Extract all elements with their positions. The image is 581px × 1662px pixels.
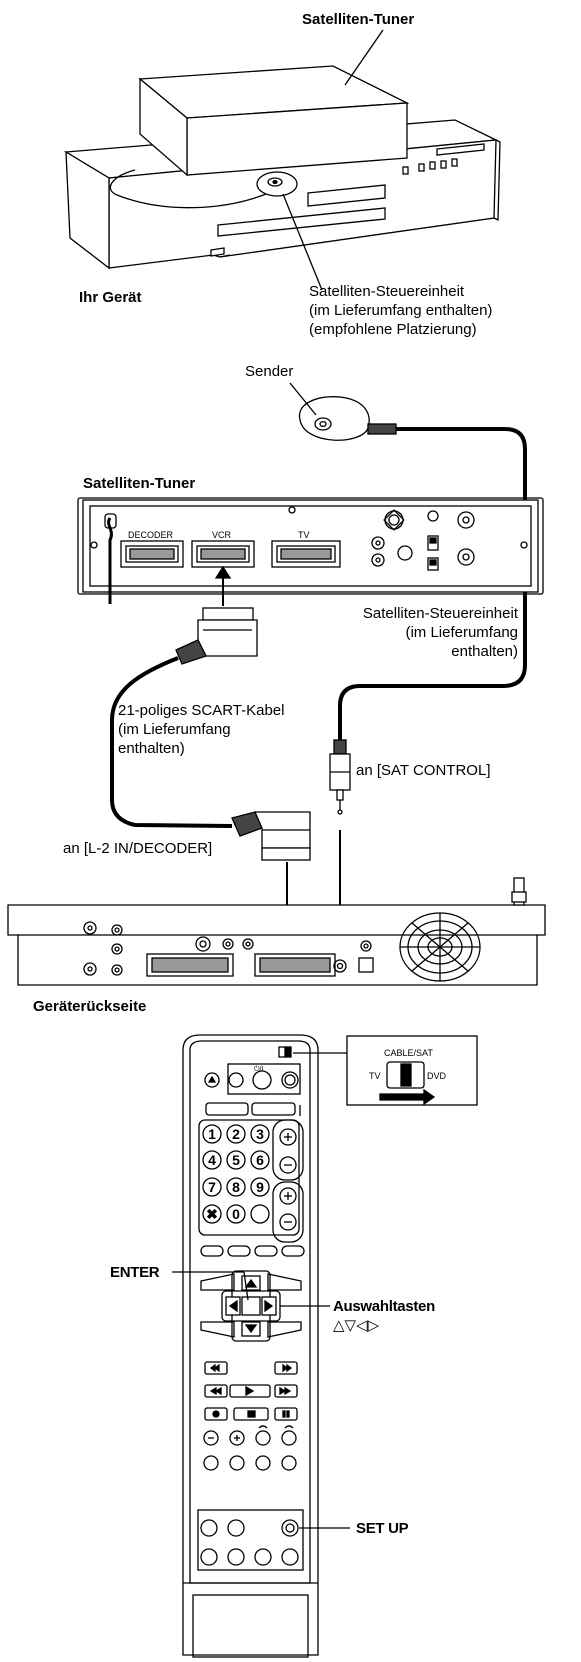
scart-vcr-label: VCR — [212, 530, 232, 540]
figure-connection — [8, 383, 545, 985]
enter-label: ENTER — [110, 1264, 160, 1281]
power-key-label: ⏻/I — [254, 1065, 263, 1073]
select-keys-symbols: △▽◁▷ — [333, 1317, 380, 1334]
key-2[interactable]: 2 — [232, 1126, 240, 1142]
l2-decoder-label: an [L-2 IN/DECODER] — [63, 840, 212, 857]
key-1[interactable]: 1 — [208, 1126, 216, 1142]
enter-key — [242, 1297, 260, 1315]
switch-title: CABLE/SAT — [384, 1048, 433, 1058]
key-6[interactable]: 6 — [256, 1152, 264, 1168]
key-7[interactable]: 7 — [208, 1179, 216, 1195]
figure1-tuner-label: Satelliten-Tuner — [302, 11, 414, 28]
figure2-sender-label: Sender — [245, 363, 293, 380]
scart-cable-line-1: 21-poliges SCART-Kabel — [118, 702, 284, 719]
figure1-controller-line-2: (im Lieferumfang enthalten) — [309, 302, 492, 319]
figure1-device-label: Ihr Gerät — [79, 289, 142, 306]
select-keys-label: Auswahltasten — [333, 1298, 435, 1315]
figure1-controller-line-3: (empfohlene Platzierung) — [309, 321, 477, 338]
scart-cable-line-2: (im Lieferumfang — [118, 721, 231, 738]
figure2-controller-line-3: enthalten) — [451, 643, 518, 660]
key-cancel[interactable]: ✖ — [206, 1206, 218, 1222]
key-4[interactable]: 4 — [208, 1152, 216, 1168]
sat-control-label: an [SAT CONTROL] — [356, 762, 490, 779]
scart-decoder-label: DECODER — [128, 530, 174, 540]
key-3[interactable]: 3 — [256, 1126, 264, 1142]
rear-panel-label: Geräterückseite — [33, 998, 146, 1015]
scart-cable-line-3: enthalten) — [118, 740, 185, 757]
key-0[interactable]: 0 — [232, 1206, 240, 1222]
figure-device-placement — [66, 30, 500, 290]
figure2-controller-line-1: Satelliten-Steuereinheit — [363, 605, 519, 622]
key-8[interactable]: 8 — [232, 1179, 240, 1195]
switch-dvd-label: DVD — [427, 1071, 447, 1081]
switch-tv-label: TV — [369, 1071, 381, 1081]
figure-remote-control — [172, 1035, 477, 1657]
key-5[interactable]: 5 — [232, 1152, 240, 1168]
scart-tv-label: TV — [298, 530, 310, 540]
figure1-controller-line-1: Satelliten-Steuereinheit — [309, 283, 465, 300]
setup-label: SET UP — [356, 1520, 409, 1537]
figure2-controller-line-2: (im Lieferumfang — [405, 624, 518, 641]
key-9[interactable]: 9 — [256, 1179, 264, 1195]
figure2-tuner-label: Satelliten-Tuner — [83, 475, 195, 492]
